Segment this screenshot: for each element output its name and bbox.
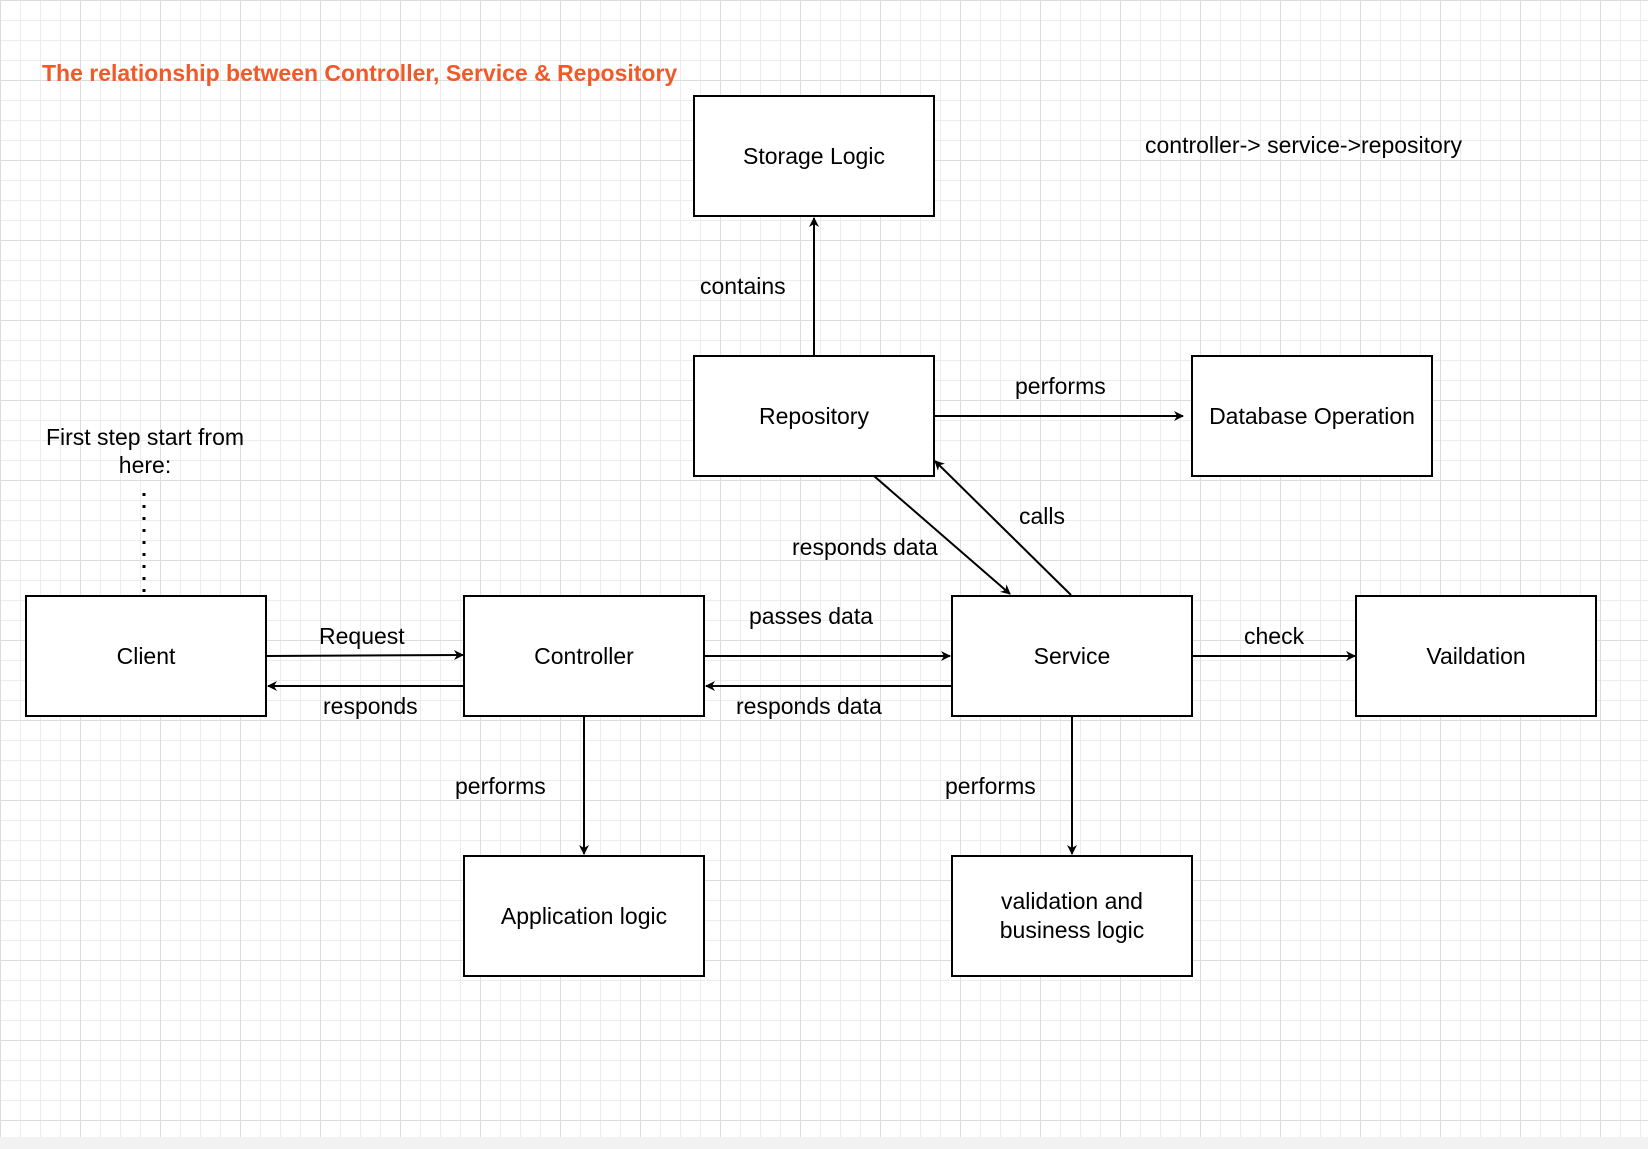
- node-validation-business-logic[interactable]: validation and business logic: [951, 855, 1193, 977]
- edge-request: [265, 650, 464, 661]
- label-check: check: [1244, 623, 1305, 649]
- label-request: Request: [319, 623, 405, 649]
- node-repository[interactable]: Repository: [693, 355, 935, 477]
- edge-repo-responds-data: [873, 475, 1011, 595]
- node-vaildation[interactable]: Vaildation: [1355, 595, 1597, 717]
- start-note-line1: First step start from: [45, 424, 245, 450]
- node-service[interactable]: Service: [951, 595, 1193, 717]
- node-client[interactable]: Client: [25, 595, 267, 717]
- label-service-performs: performs: [945, 773, 1036, 799]
- diagram-title: The relationship between Controller, Ser…: [42, 60, 678, 86]
- label-service-responds-data: responds data: [736, 693, 882, 719]
- label-repo-performs: performs: [1015, 373, 1106, 399]
- chain-note: controller-> service->repository: [1145, 132, 1463, 158]
- node-application-logic[interactable]: Application logic: [463, 855, 705, 977]
- node-storage-logic[interactable]: Storage Logic: [693, 95, 935, 217]
- bottom-strip: [0, 1137, 1648, 1149]
- label-calls: calls: [1019, 503, 1066, 529]
- label-passes-data: passes data: [749, 603, 874, 629]
- label-contains: contains: [700, 273, 786, 299]
- label-controller-performs: performs: [455, 773, 546, 799]
- label-responds: responds: [323, 693, 418, 719]
- node-database-operation[interactable]: Database Operation: [1191, 355, 1433, 477]
- label-repo-responds-data: responds data: [792, 534, 938, 560]
- node-controller[interactable]: Controller: [463, 595, 705, 717]
- start-note-line2: here:: [118, 452, 172, 478]
- edge-calls: [934, 460, 1072, 596]
- node-validation-business-line1: validation and: [1001, 888, 1143, 914]
- start-note: First step start from here:: [30, 423, 260, 479]
- node-validation-business-line2: business logic: [999, 917, 1145, 943]
